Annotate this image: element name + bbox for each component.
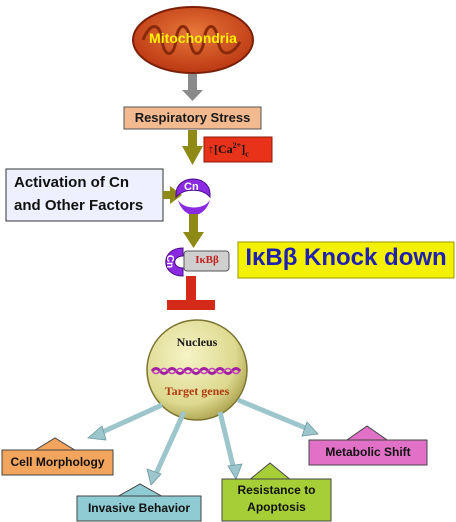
arrow-to-metabolic: [237, 397, 319, 437]
cn-complex-label: Cn: [164, 254, 176, 269]
nucleus-circle: [146, 319, 248, 421]
inhibitor-symbol: [167, 276, 215, 310]
arrow-to-morphology: [87, 402, 164, 441]
activation-line1: Activation of Cn: [14, 174, 129, 191]
knockdown-label: IκBβ Knock down: [245, 244, 447, 271]
arrow-to-resistance: [217, 411, 243, 480]
respiratory-stress-box: [123, 106, 262, 130]
ikbb-label: IκBβ: [195, 254, 219, 266]
metabolic-shift-label: Metabolic Shift: [325, 445, 411, 459]
metabolic-shift-shape: [308, 425, 428, 466]
invasive-behavior-label: Invasive Behavior: [87, 501, 191, 515]
calcium-subscript: c: [245, 149, 249, 159]
calcium-text: [Ca: [214, 142, 233, 156]
cn-upper-label: Cn: [184, 181, 199, 193]
resistance-line2: Apoptosis: [247, 500, 306, 514]
knockdown-box: [237, 241, 455, 279]
nucleus-label: Nucleus: [176, 335, 218, 349]
calcium-box: [203, 136, 273, 163]
up-arrow-icon: ↑: [208, 142, 214, 156]
arrow-mito-to-stress: [182, 74, 203, 101]
arrow-cn-to-complex: [183, 214, 204, 248]
target-genes-label: Target genes: [164, 384, 230, 398]
calcium-superscript: 2+: [232, 141, 242, 150]
invasive-behavior-shape: [76, 483, 202, 522]
cn-ikbb-complex: [165, 247, 230, 277]
resistance-line1: Resistance to: [237, 483, 316, 497]
arrow-stress-to-cn: [182, 130, 203, 165]
respiratory-stress-label: Respiratory Stress: [134, 110, 251, 125]
resistance-shape: [221, 462, 332, 522]
calcium-bracket: ]: [241, 142, 246, 156]
mitochondria-shape: [132, 6, 254, 74]
arrow-to-invasive: [146, 410, 187, 486]
calcium-label: ↑[Ca2+]c: [208, 141, 249, 158]
activation-line2: and Other Factors: [14, 197, 144, 214]
cn-upper-cup: [178, 200, 210, 215]
dna-strand: [150, 367, 242, 375]
mitochondria-label: Mitochondria: [149, 30, 237, 46]
cell-morphology-label: Cell Morphology: [10, 455, 105, 469]
cell-morphology-shape: [1, 437, 114, 476]
cn-upper-shape: [175, 178, 211, 199]
